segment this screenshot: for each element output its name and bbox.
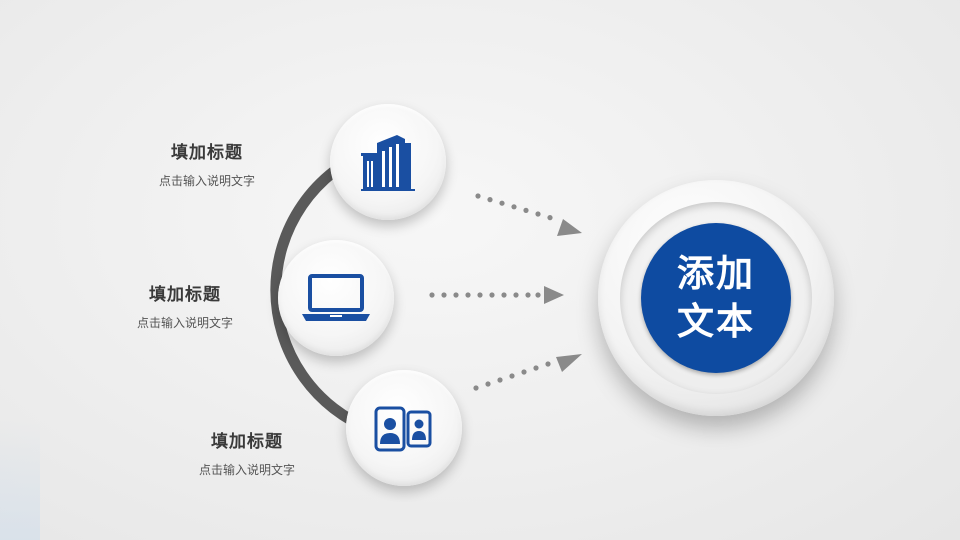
item-1-title: 填加标题 <box>171 143 243 163</box>
arrow-middle <box>429 286 564 304</box>
center-text: 添加 文本 <box>666 250 766 346</box>
item-2-desc: 点击输入说明文字 <box>136 316 233 330</box>
laptop-icon <box>302 274 370 321</box>
item-3-text: 填加标题 点击输入说明文字 <box>180 427 314 478</box>
corner-decoration <box>0 420 40 540</box>
icon-circle-2[interactable] <box>278 240 394 356</box>
arrow-top <box>475 193 582 236</box>
icon-circle-3[interactable] <box>346 370 462 486</box>
item-1-text: 填加标题 点击输入说明文字 <box>140 138 274 189</box>
center-circle[interactable]: 添加 文本 <box>598 180 834 416</box>
arrow-bottom <box>473 354 582 391</box>
center-core: 添加 文本 <box>641 223 791 373</box>
center-text-line2: 文本 <box>677 300 755 343</box>
item-2-title: 填加标题 <box>149 285 221 305</box>
center-text-line1: 添加 <box>677 252 755 295</box>
item-3-title: 填加标题 <box>211 432 283 452</box>
mobile-contacts-icon <box>374 406 432 452</box>
office-building-icon <box>361 135 415 191</box>
item-3-desc: 点击输入说明文字 <box>198 463 295 477</box>
item-2-text: 填加标题 点击输入说明文字 <box>118 280 252 331</box>
icon-circle-1[interactable] <box>330 104 446 220</box>
center-ring: 添加 文本 <box>620 202 812 394</box>
item-1-desc: 点击输入说明文字 <box>158 174 255 188</box>
connecting-arc <box>270 144 374 436</box>
